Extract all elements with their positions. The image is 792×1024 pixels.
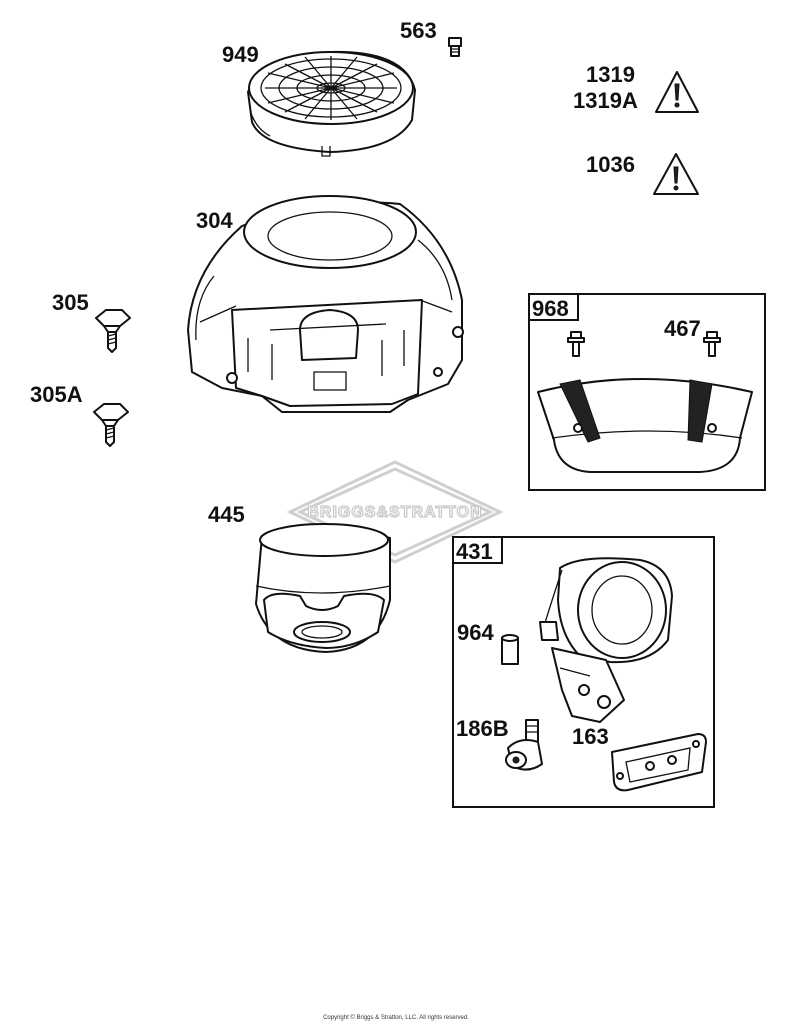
callout-968: 968	[532, 296, 569, 321]
warning-triangle-icon	[655, 71, 699, 113]
kit-box-431	[452, 536, 715, 808]
screw-467-part[interactable]	[703, 331, 721, 357]
callout-163: 163	[572, 724, 609, 749]
elbow-fitting-part[interactable]	[505, 719, 543, 771]
screw-467-part[interactable]	[567, 331, 585, 357]
callout-305a: 305A	[30, 382, 83, 407]
callout-563: 563	[400, 18, 437, 43]
callout-186b: 186B	[456, 716, 509, 741]
tube-964-part[interactable]	[501, 634, 519, 665]
air-cleaner-base-part[interactable]	[539, 557, 673, 723]
callout-445: 445	[208, 502, 245, 527]
callout-1036: 1036	[586, 152, 635, 177]
kit-box-968	[528, 293, 766, 491]
screw-563-part[interactable]	[448, 37, 462, 57]
screw-305-part[interactable]	[95, 309, 131, 353]
callout-1319a: 1319A	[573, 88, 638, 113]
rotating-screen-part[interactable]	[247, 50, 416, 157]
cover-968-part[interactable]	[537, 378, 753, 473]
callout-1319: 1319	[586, 62, 635, 87]
gasket-163-part[interactable]	[611, 733, 707, 792]
copyright-text: Copyright © Briggs & Stratton, LLC. All …	[323, 1014, 469, 1021]
blower-housing-part[interactable]	[187, 195, 464, 413]
callout-304: 304	[196, 208, 233, 233]
warning-triangle-icon	[653, 153, 699, 195]
callout-949: 949	[222, 42, 259, 67]
callout-305: 305	[52, 290, 89, 315]
callout-467: 467	[664, 316, 701, 341]
screw-305a-part[interactable]	[93, 403, 129, 447]
callout-964: 964	[457, 620, 494, 645]
air-filter-part[interactable]	[255, 523, 391, 653]
callout-431: 431	[456, 539, 493, 564]
svg-text:BRIGGS&STRATTON: BRIGGS&STRATTON	[307, 504, 482, 521]
